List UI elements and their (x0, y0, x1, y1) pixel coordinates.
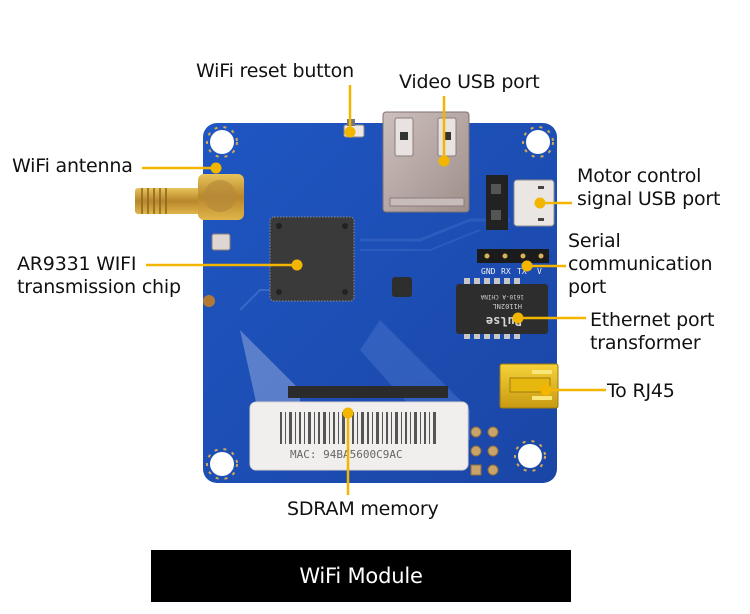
usb-a-port (382, 111, 470, 213)
mounting-hole-top-left (206, 126, 238, 158)
label-line: port (568, 276, 607, 298)
figure-title: WiFi Module (299, 564, 423, 588)
test-pad (203, 295, 215, 307)
callout-dots (210, 126, 552, 419)
dot-sdram (342, 407, 354, 419)
mounting-hole-top-right (522, 126, 554, 158)
label-line: communication (568, 253, 713, 275)
serial-pin-rx: RX (501, 267, 511, 276)
serial-pin-tx: TX (517, 267, 527, 276)
label-wifi-antenna: WiFi antenna (12, 155, 133, 177)
through-hole-pads (470, 426, 499, 476)
crystal-oscillator (211, 233, 231, 251)
mini-usb-port (499, 363, 559, 409)
label-sdram-memory: SDRAM memory (287, 498, 439, 520)
transformer-origin-text: 1610-A CHINA (480, 293, 524, 300)
sma-antenna-connector (135, 174, 244, 220)
ethernet-transformer-component: 1610-A CHINA H1102NL Pulse (456, 278, 548, 339)
fpc-connector (288, 386, 448, 398)
dot-antenna (210, 162, 222, 174)
dot-rj45 (540, 384, 552, 396)
transformer-model-text: H1102NL (492, 302, 522, 310)
serial-header: GND RX TX V (477, 249, 549, 276)
barcode (280, 412, 436, 444)
label-line: Ethernet port (590, 309, 715, 331)
mac-address-label: MAC: 94BA5600C9AC (290, 448, 403, 461)
dot-ethernet (512, 312, 524, 324)
label-wifi-reset-button: WiFi reset button (196, 60, 354, 82)
label-to-rj45: To RJ45 (607, 380, 675, 402)
mounting-hole-bottom-right (514, 440, 546, 472)
dot-chip (291, 259, 303, 271)
label-line: transformer (590, 332, 701, 354)
dot-wifi-reset (344, 126, 356, 138)
power-inductor (392, 277, 412, 297)
label-ar9331-chip: AR9331 WIFI transmission chip (17, 253, 181, 299)
caption-bar: WiFi Module (151, 550, 571, 602)
label-line: signal USB port (577, 188, 721, 210)
dot-motor-usb (534, 197, 546, 209)
label-ethernet-transformer: Ethernet port transformer (590, 309, 714, 355)
label-line: Motor control (577, 165, 702, 187)
mounting-hole-bottom-left (206, 448, 238, 480)
dot-serial (521, 260, 533, 272)
label-motor-control-usb: Motor control signal USB port (577, 165, 720, 211)
label-video-usb-port: Video USB port (399, 71, 540, 93)
label-serial-port: Serial communication port (568, 230, 713, 299)
serial-pin-v: V (537, 267, 542, 276)
serial-pin-gnd: GND (481, 267, 496, 276)
jumper-header (486, 175, 508, 230)
ar9331-chip-component (269, 216, 355, 302)
sdram-sticker: MAC: 94BA5600C9AC (249, 401, 469, 471)
label-line: AR9331 WIFI (17, 253, 137, 275)
label-line: Serial (568, 230, 621, 252)
label-line: transmission chip (17, 276, 181, 298)
dot-video-usb (438, 155, 450, 167)
